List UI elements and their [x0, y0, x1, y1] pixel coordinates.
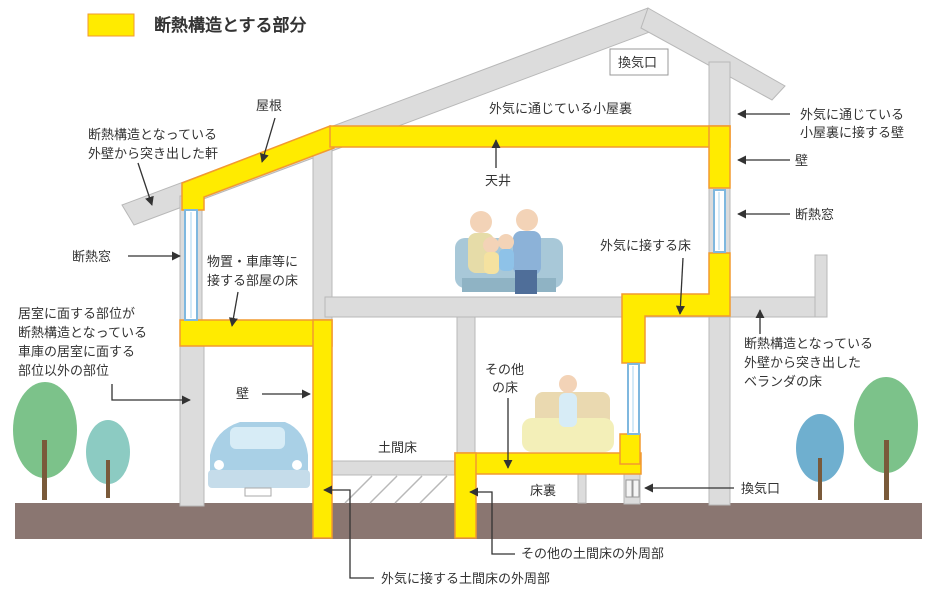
second-floor-slab [324, 296, 626, 318]
label-wall-right: 壁 [795, 154, 808, 169]
interior-pillar [456, 316, 476, 458]
label-earth-floor: 土間床 [378, 441, 417, 456]
label-garage-4: 部位以外の部位 [18, 364, 109, 379]
label-other-earth-perimeter: その他の土間床の外周部 [521, 547, 664, 562]
earth-floor-hatch [344, 475, 448, 504]
label-storage-floor-1: 物置・車庫等に [207, 254, 298, 270]
insulation-right-wall [708, 125, 731, 189]
label-storage-floor-2: 接する部屋の床 [207, 273, 298, 289]
insulation-other-floor-post [454, 452, 477, 539]
label-garage-1: 居室に面する部位が [18, 306, 135, 322]
legend-label: 断熱構造とする部分 [154, 15, 307, 36]
insulation-other-floor [454, 452, 642, 475]
label-underfloor: 床裏 [530, 484, 556, 499]
vent-top-label: 換気口 [618, 55, 657, 71]
label-eave-1: 断熱構造となっている [88, 128, 217, 143]
roof-right-slope [640, 7, 786, 101]
label-veranda-2: 外壁から突き出した [744, 355, 861, 371]
label-attic-open: 外気に通じている小屋裏 [489, 101, 632, 117]
earth-floor-slab [331, 460, 458, 476]
insulation-storage-floor [179, 319, 333, 347]
left-lower-wall [179, 345, 205, 507]
family-icon [455, 209, 563, 294]
insulation-bed-step [619, 433, 641, 465]
label-other-floor-1: その他 [485, 363, 524, 378]
label-vent-bottom: 換気口 [741, 481, 780, 497]
vent-icon [625, 479, 640, 498]
label-other-floor-2: の床 [492, 381, 518, 396]
vent-top-box [609, 48, 669, 76]
insulation-ceiling [329, 125, 731, 148]
legend-swatch [87, 13, 135, 37]
veranda-parapet [814, 254, 828, 318]
label-attic-wall-1: 外気に通じている [800, 107, 904, 123]
label-attic-wall-2: 小屋裏に接する壁 [800, 125, 904, 141]
car-icon [208, 422, 310, 497]
arrow-icon [111, 109, 790, 579]
label-veranda-3: ベランダの床 [744, 375, 822, 390]
label-veranda-1: 断熱構造となっている [744, 337, 873, 352]
label-garage-3: 車庫の居室に面する [18, 344, 135, 360]
label-ceiling: 天井 [485, 174, 511, 189]
label-wall-garage: 壁 [236, 387, 249, 402]
label-roof: 屋根 [256, 99, 282, 114]
label-outside-floor: 外気に接する床 [600, 238, 691, 254]
tree-icon [13, 377, 918, 500]
person-in-bed-icon [522, 375, 614, 452]
label-garage-2: 断熱構造となっている [18, 326, 147, 341]
label-window-left: 断熱窓 [72, 249, 111, 265]
label-outside-earth-perimeter: 外気に接する土間床の外周部 [381, 571, 550, 587]
label-window-right: 断熱窓 [795, 207, 834, 223]
underfloor-post [577, 473, 587, 504]
insulation-garage-wall [312, 319, 333, 539]
label-eave-2: 外壁から突き出した軒 [88, 146, 218, 162]
